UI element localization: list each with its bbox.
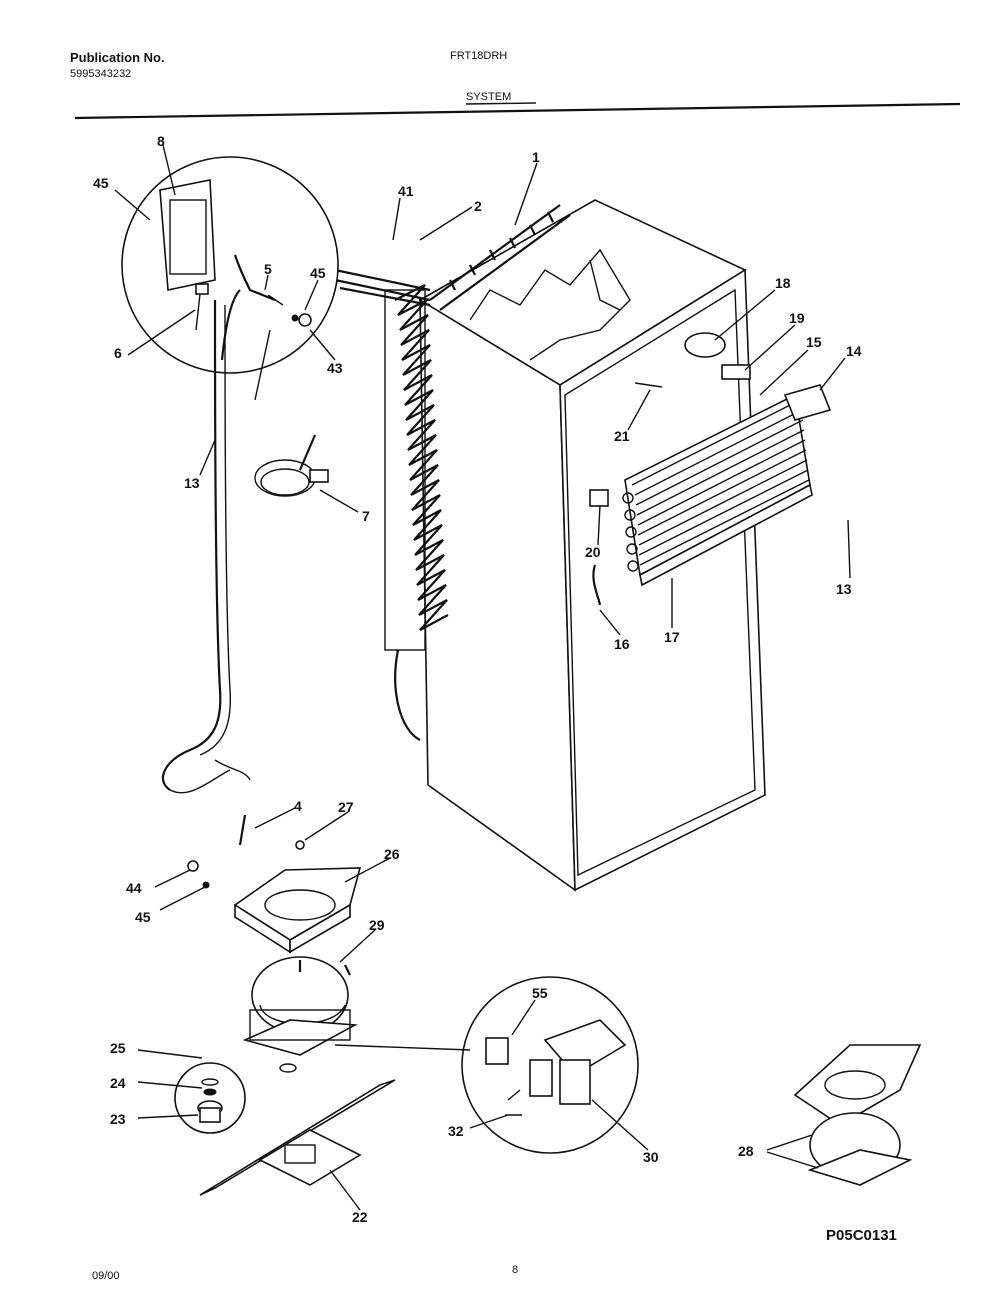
callout-15: 15: [806, 334, 822, 350]
model-number: FRT18DRH: [450, 50, 508, 62]
evaporator: [589, 332, 832, 606]
callout-5: 5: [264, 261, 272, 277]
callout-8: 8: [157, 133, 165, 149]
header-rule: [74, 102, 961, 120]
callout-16: 16: [614, 636, 630, 652]
callout-27: 27: [338, 799, 354, 815]
detail-circle-relay: [461, 976, 639, 1154]
callout-45-top: 45: [93, 175, 109, 191]
capillary-tube: [161, 299, 251, 794]
screw-parts: [187, 860, 210, 889]
callout-32: 32: [448, 1123, 464, 1139]
inset-compressor: [793, 1044, 922, 1186]
callout-21: 21: [614, 428, 630, 444]
detail-circle-grommets: [174, 1062, 246, 1134]
compressor: [242, 956, 358, 1073]
callout-13-right: 13: [836, 581, 852, 597]
callout-25: 25: [110, 1040, 126, 1056]
callout-30: 30: [643, 1149, 659, 1165]
callout-6: 6: [114, 345, 122, 361]
callout-55: 55: [532, 985, 548, 1001]
base-plate: [199, 1079, 396, 1196]
callout-2: 2: [474, 198, 482, 214]
leader-lines: [114, 144, 851, 1211]
publication-number: 5995343232: [70, 68, 132, 80]
publication-label: Publication No.: [70, 50, 165, 65]
section-underline: [465, 102, 537, 105]
part-4: [238, 814, 247, 846]
callout-41: 41: [398, 183, 414, 199]
section-title: SYSTEM: [466, 91, 512, 103]
callout-22: 22: [352, 1209, 368, 1225]
callout-14: 14: [846, 343, 862, 359]
callout-19: 19: [789, 310, 805, 326]
callout-28: 28: [738, 1143, 754, 1159]
callout-18: 18: [775, 275, 791, 291]
callout-44: 44: [126, 880, 142, 896]
page-number: 8: [512, 1264, 519, 1276]
condenser-coil: [384, 284, 449, 741]
callout-45-detail: 45: [310, 265, 326, 281]
callout-13-left: 13: [184, 475, 200, 491]
footer-date: 09/00: [92, 1270, 120, 1282]
callout-23: 23: [110, 1111, 126, 1127]
callout-1: 1: [532, 149, 540, 165]
detail-circle-thermostat: [121, 156, 339, 401]
callout-45-bottom: 45: [135, 909, 151, 925]
callout-17: 17: [664, 629, 680, 645]
diagram-code: P05C0131: [826, 1227, 897, 1244]
callout-24: 24: [110, 1075, 126, 1091]
power-cord: [254, 434, 329, 497]
callout-29: 29: [369, 917, 385, 933]
cabinet: [418, 199, 766, 892]
callout-20: 20: [585, 544, 601, 560]
callout-7: 7: [362, 508, 370, 524]
top-heater-loop: [334, 204, 571, 311]
drain-pan: [233, 840, 362, 954]
callout-43: 43: [327, 360, 343, 376]
callout-4: 4: [294, 798, 302, 814]
callout-26: 26: [384, 846, 400, 862]
